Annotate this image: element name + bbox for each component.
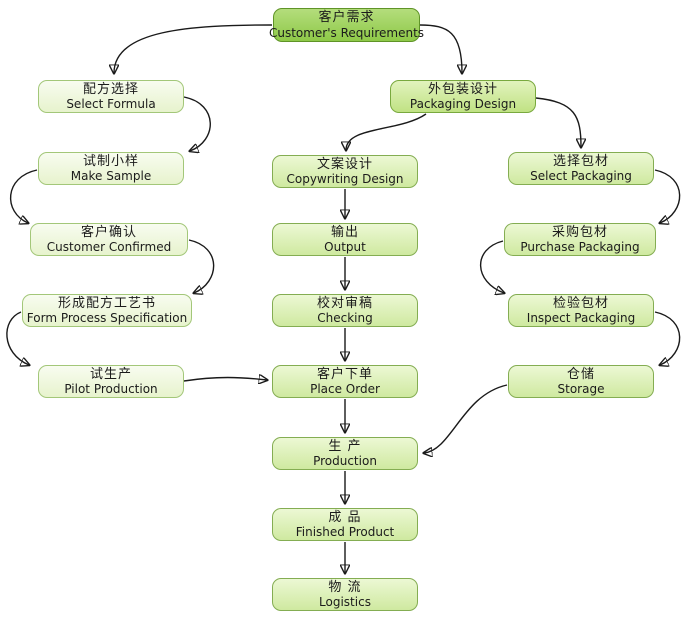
node-select-formula-label-en: Select Formula xyxy=(66,97,156,112)
node-select-packaging-label-en: Select Packaging xyxy=(530,169,632,184)
node-select-packaging-label-zh: 选择包材 xyxy=(552,153,609,169)
node-form-process-specification-label-en: Form Process Specification xyxy=(26,311,188,326)
arrow-inspect-packaging-to-storage xyxy=(654,311,681,365)
arrow-packaging-design-to-copywriting-design xyxy=(346,113,427,150)
node-pilot-production-label-zh: 试生产 xyxy=(89,366,132,382)
arrow-customer-confirmed-to-form-process-specification xyxy=(188,239,215,293)
node-customer-requirements-label-en: Customer's Requirements xyxy=(268,25,425,40)
node-copywriting-design-label-zh: 文案设计 xyxy=(316,156,373,172)
arrow-customer-requirements-to-packaging-design xyxy=(419,24,462,73)
node-logistics-label-zh: 物 流 xyxy=(328,579,362,595)
node-purchase-packaging-label-zh: 采购包材 xyxy=(551,224,608,240)
node-purchase-packaging-label-en: Purchase Packaging xyxy=(520,240,640,255)
arrow-customer-requirements-to-select-formula xyxy=(114,24,273,73)
node-place-order-label-zh: 客户下单 xyxy=(316,366,373,382)
node-storage-label-zh: 仓储 xyxy=(566,366,595,382)
node-copywriting-design: 文案设计 Copywriting Design xyxy=(272,155,418,188)
node-finished-product: 成 品 Finished Product xyxy=(272,508,418,541)
node-packaging-design: 外包装设计 Packaging Design xyxy=(390,80,536,113)
node-finished-product-label-en: Finished Product xyxy=(295,525,395,540)
node-copywriting-design-label-en: Copywriting Design xyxy=(286,172,404,187)
node-logistics: 物 流 Logistics xyxy=(272,578,418,611)
node-customer-confirmed: 客户确认 Customer Confirmed xyxy=(30,223,188,256)
node-production: 生 产 Production xyxy=(272,437,418,470)
node-select-packaging: 选择包材 Select Packaging xyxy=(508,152,654,185)
node-purchase-packaging: 采购包材 Purchase Packaging xyxy=(504,223,656,256)
node-place-order: 客户下单 Place Order xyxy=(272,365,418,398)
node-output-label-en: Output xyxy=(324,240,366,255)
node-checking-label-en: Checking xyxy=(317,311,373,326)
node-packaging-design-label-zh: 外包装设计 xyxy=(427,81,498,97)
node-make-sample-label-en: Make Sample xyxy=(70,169,152,184)
node-storage: 仓储 Storage xyxy=(508,365,654,398)
node-make-sample-label-zh: 试制小样 xyxy=(82,153,139,169)
node-form-process-specification-label-zh: 形成配方工艺书 xyxy=(57,295,156,311)
node-inspect-packaging: 检验包材 Inspect Packaging xyxy=(508,294,654,327)
node-pilot-production: 试生产 Pilot Production xyxy=(38,365,184,398)
node-customer-confirmed-label-zh: 客户确认 xyxy=(80,224,137,240)
arrow-select-packaging-to-purchase-packaging xyxy=(654,169,681,223)
arrow-make-sample-to-customer-confirmed xyxy=(10,169,38,223)
node-make-sample: 试制小样 Make Sample xyxy=(38,152,184,185)
node-storage-label-en: Storage xyxy=(557,382,605,397)
node-production-label-zh: 生 产 xyxy=(328,438,362,454)
node-place-order-label-en: Place Order xyxy=(310,382,380,397)
node-output-label-zh: 输出 xyxy=(330,224,359,240)
node-inspect-packaging-label-zh: 检验包材 xyxy=(552,295,609,311)
node-finished-product-label-zh: 成 品 xyxy=(328,509,362,525)
arrow-purchase-packaging-to-inspect-packaging xyxy=(479,240,504,293)
node-production-label-en: Production xyxy=(313,454,377,469)
arrow-storage-to-production xyxy=(424,384,508,453)
arrow-pilot-production-to-place-order xyxy=(183,378,267,382)
node-form-process-specification: 形成配方工艺书 Form Process Specification xyxy=(22,294,192,327)
node-checking: 校对审稿 Checking xyxy=(272,294,418,327)
node-logistics-label-en: Logistics xyxy=(319,595,371,610)
node-select-formula-label-zh: 配方选择 xyxy=(82,81,139,97)
arrow-packaging-design-to-select-packaging xyxy=(535,97,581,147)
node-customer-requirements: 客户需求 Customer's Requirements xyxy=(269,8,424,42)
node-packaging-design-label-en: Packaging Design xyxy=(409,97,517,112)
node-checking-label-zh: 校对审稿 xyxy=(316,295,373,311)
node-inspect-packaging-label-en: Inspect Packaging xyxy=(526,311,636,326)
node-customer-requirements-label-zh: 客户需求 xyxy=(318,10,375,25)
node-customer-confirmed-label-en: Customer Confirmed xyxy=(46,240,172,255)
node-pilot-production-label-en: Pilot Production xyxy=(64,382,158,397)
node-select-formula: 配方选择 Select Formula xyxy=(38,80,184,113)
node-output: 输出 Output xyxy=(272,223,418,256)
arrow-select-formula-to-make-sample xyxy=(183,96,211,151)
